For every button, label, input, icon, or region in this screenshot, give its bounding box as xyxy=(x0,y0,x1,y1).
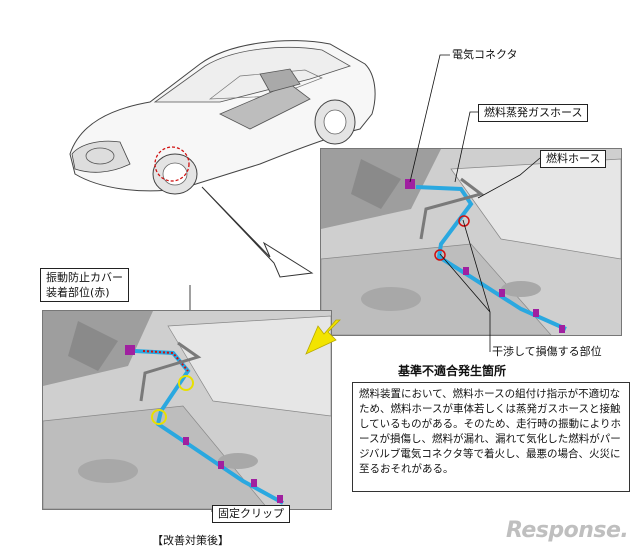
clip-mark xyxy=(559,325,565,333)
footer-caption: 【改善対策後】 xyxy=(152,534,229,547)
clip-mark xyxy=(533,309,539,317)
clip-mark xyxy=(277,495,283,503)
description-line: ため、燃料ホースが車体若しくは蒸発ガスホースと接触 xyxy=(359,403,621,415)
clip-mark xyxy=(251,479,257,487)
description-line: 燃料装置において、燃料ホースの組付け指示が不適切な xyxy=(359,388,621,400)
description-note: 燃料装置において、燃料ホースの組付け指示が不適切な ため、燃料ホースが車体若しく… xyxy=(352,382,630,492)
highlight-circle xyxy=(151,409,167,425)
lower-detail-panel xyxy=(42,310,332,510)
yellow-arrow-icon xyxy=(305,319,341,355)
label-vibration-cover-line2: 装着部位(赤) xyxy=(46,286,110,299)
label-damage-point: 干渉して損傷する部位 xyxy=(492,345,602,358)
clip-mark xyxy=(183,437,189,445)
description-line: ジバルブ電気コネクタ等で着火し、最悪の場合、火災に xyxy=(359,448,621,460)
pointer-arrow xyxy=(201,186,314,278)
clip-mark xyxy=(125,345,135,355)
heading-nonconformity-location: 基準不適合発生箇所 xyxy=(398,364,507,378)
label-vibration-cover: 振動防止カバー 装着部位(赤) xyxy=(40,268,129,302)
lower-underbody-drawing xyxy=(43,311,331,509)
label-fuel-hose: 燃料ホース xyxy=(540,150,607,168)
label-evap-gas-hose: 燃料蒸発ガスホース xyxy=(478,104,589,122)
description-line: ースが損傷し、燃料が漏れ、漏れて気化した燃料がパー xyxy=(359,433,621,445)
car-illustration xyxy=(69,40,376,195)
clip-mark xyxy=(405,179,415,189)
damage-circle xyxy=(458,215,470,227)
highlight-circle xyxy=(178,375,194,391)
vibration-cover-mark xyxy=(142,350,189,372)
clip-mark xyxy=(218,461,224,469)
label-electric-connector: 電気コネクタ xyxy=(452,48,518,61)
response-logo: Response. xyxy=(506,518,629,543)
description-line: しているものがある。そのため、走行時の振動によりホ xyxy=(359,418,621,430)
upper-detail-panel xyxy=(320,148,622,336)
upper-underbody-drawing xyxy=(321,149,621,335)
label-fixing-clip: 固定クリップ xyxy=(212,505,290,523)
clip-mark xyxy=(499,289,505,297)
damage-circle xyxy=(434,249,446,261)
label-vibration-cover-line1: 振動防止カバー xyxy=(46,271,123,284)
description-line: 至るおそれがある。 xyxy=(359,463,454,475)
clip-mark xyxy=(463,267,469,275)
highlight-circle xyxy=(154,146,190,182)
